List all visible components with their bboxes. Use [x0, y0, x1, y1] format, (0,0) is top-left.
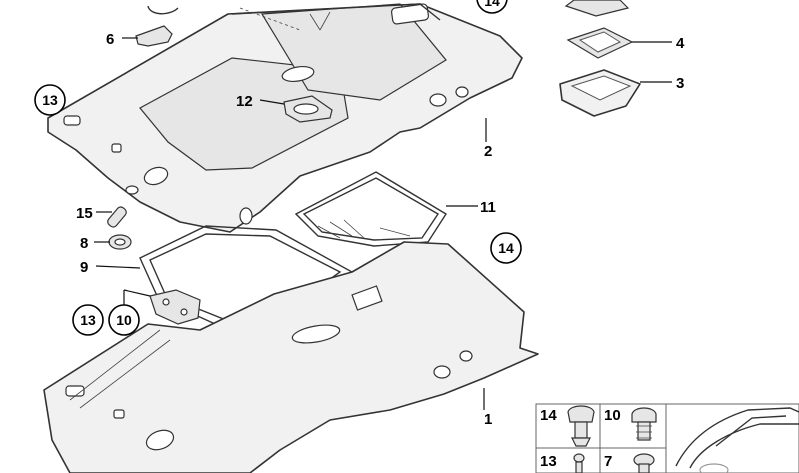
callout-10-low: 10 [108, 304, 140, 336]
callout-14-top: 14 [476, 0, 508, 14]
part-3-housing [559, 69, 641, 117]
callout-13-top: 13 [34, 84, 66, 116]
svg-text:10: 10 [116, 312, 132, 328]
fastener-7-clip [633, 453, 655, 473]
callout-8: 8 [80, 235, 88, 252]
callout-9: 9 [80, 259, 88, 276]
svg-text:13: 13 [42, 92, 58, 108]
callout-14-mid: 14 [490, 232, 522, 264]
part-12-grab-handle [283, 95, 333, 123]
table-label-13: 13 [540, 453, 557, 470]
callout-15: 15 [76, 205, 93, 222]
part-top-right-cover [564, 0, 630, 17]
fastener-13-rivet [573, 453, 585, 473]
part-15-cap [107, 206, 127, 228]
fastener-10-clip [631, 407, 657, 441]
svg-text:14: 14 [484, 0, 500, 9]
callout-1: 1 [484, 411, 492, 428]
part-8-grommet [108, 234, 132, 250]
callout-3: 3 [676, 75, 684, 92]
fastener-14-clip [567, 405, 595, 447]
fastener-table: 14 10 13 7 [535, 403, 799, 473]
callout-2: 2 [484, 143, 492, 160]
lower-headliner [43, 241, 539, 473]
table-label-10: 10 [604, 407, 621, 424]
part-4-bracket [566, 27, 634, 59]
svg-text:13: 13 [80, 312, 96, 328]
car-silhouette-icon [675, 407, 799, 473]
svg-text:14: 14 [498, 240, 514, 256]
part-11-sunroof-frame [294, 171, 447, 247]
leader-lines [94, 37, 672, 410]
callout-12: 12 [236, 93, 253, 110]
table-label-7: 7 [604, 453, 612, 470]
callout-11: 11 [480, 199, 496, 216]
callout-4: 4 [676, 35, 685, 52]
callout-13-low: 13 [72, 304, 104, 336]
callout-6: 6 [106, 31, 114, 48]
upper-headliner [47, 3, 523, 233]
part-6-clip [135, 5, 179, 47]
table-label-14: 14 [540, 407, 557, 424]
